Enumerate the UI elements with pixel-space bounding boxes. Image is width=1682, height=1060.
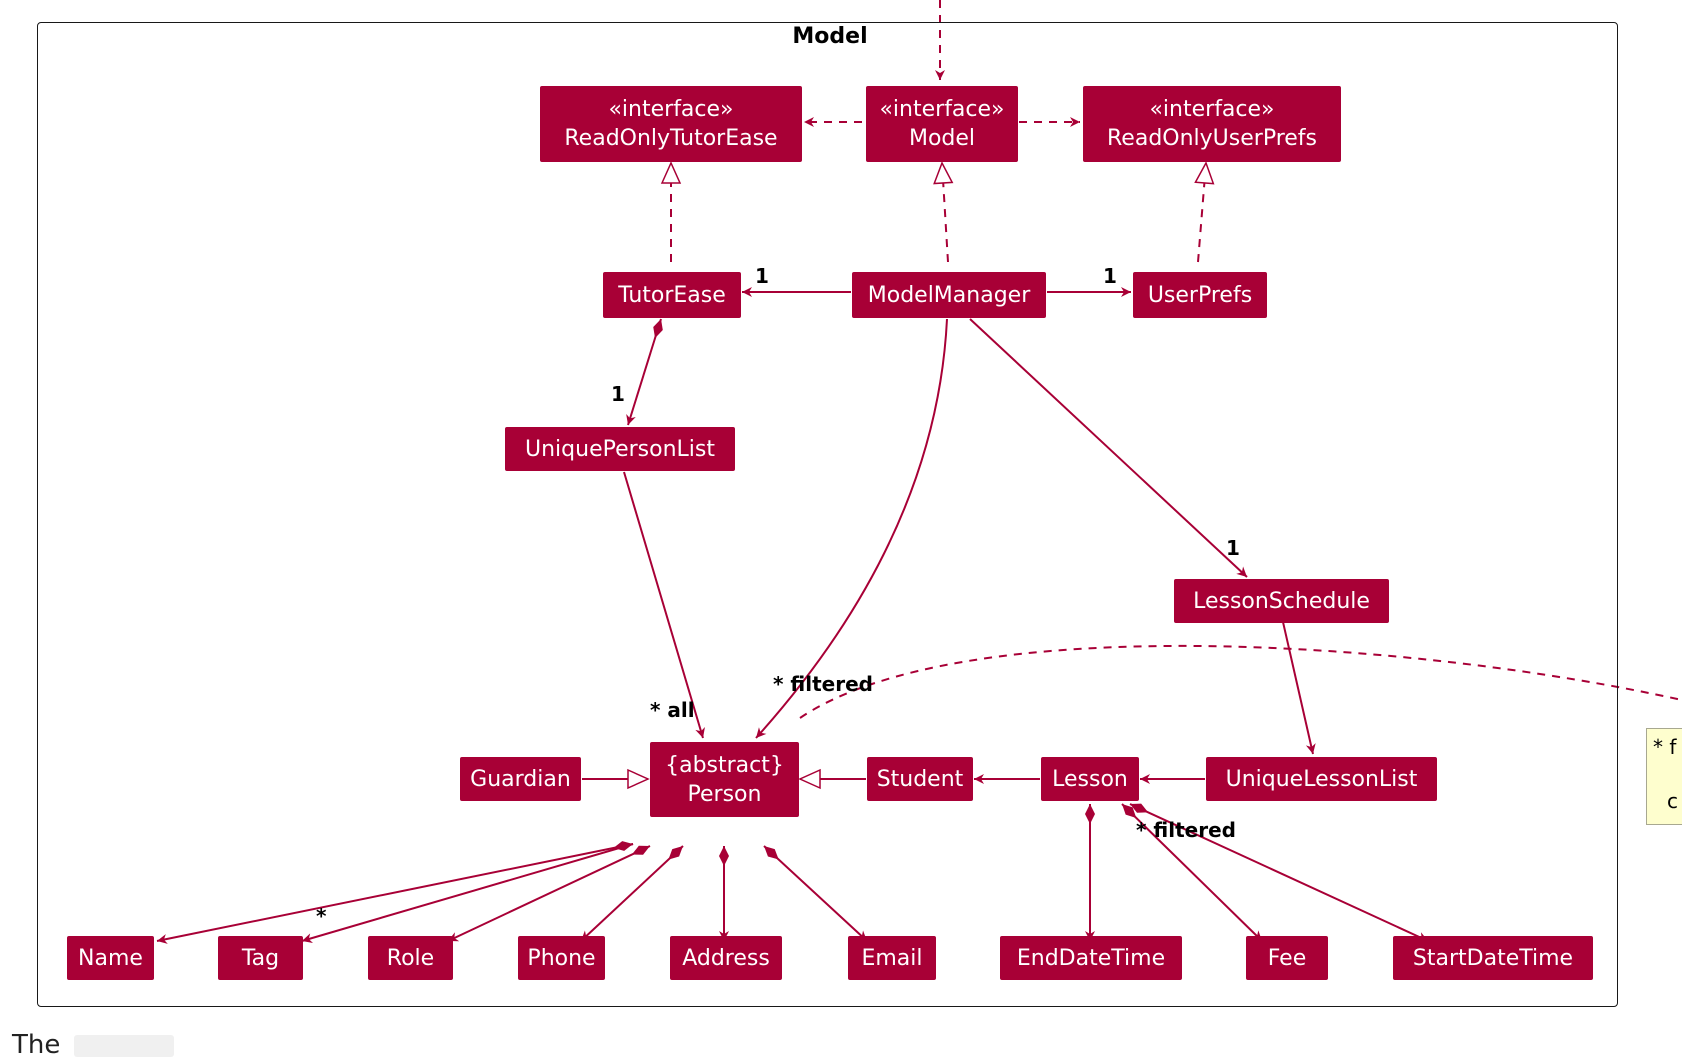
class-model[interactable]: «interface» Model: [866, 86, 1018, 162]
multiplicity-tag: *: [316, 904, 327, 928]
class-name: Role: [386, 945, 435, 971]
class-name: Fee: [1267, 945, 1307, 971]
multiplicity-person-filtered: * filtered: [773, 672, 873, 696]
class-enddatetime[interactable]: EndDateTime: [1000, 936, 1182, 980]
class-name: Tag: [241, 945, 280, 971]
note-line-2: c: [1667, 789, 1678, 813]
class-readonlytutorease[interactable]: «interface» ReadOnlyTutorEase: [540, 86, 802, 162]
class-name: Guardian: [470, 766, 571, 792]
class-uniquepersonlist[interactable]: UniquePersonList: [505, 427, 735, 471]
class-name: LessonSchedule: [1193, 588, 1370, 614]
edge-tutorease-uniquepersonlist: [626, 318, 663, 426]
class-name: EndDateTime: [1016, 945, 1166, 971]
multiplicity-tutorease: 1: [755, 264, 769, 288]
multiplicity-uniquepersonlist: 1: [611, 382, 625, 406]
class-name: UniquePersonList: [525, 436, 715, 462]
class-lessonschedule[interactable]: LessonSchedule: [1174, 579, 1389, 623]
class-name-attr[interactable]: Name: [67, 936, 154, 980]
inline-code: [74, 1034, 175, 1057]
model-package: [37, 22, 1618, 1007]
footer-text: The: [12, 1030, 175, 1060]
edge-lesson-startdatetime: [1129, 803, 1429, 942]
class-modelmanager[interactable]: ModelManager: [852, 272, 1046, 318]
class-startdatetime[interactable]: StartDateTime: [1393, 936, 1593, 980]
stereotype-label: «interface»: [879, 97, 1005, 122]
class-name: ModelManager: [867, 282, 1031, 308]
note-line-1: * f: [1653, 735, 1677, 759]
edge-person-email: [763, 845, 868, 942]
edge-modelmanager-person-filtered: [755, 318, 948, 739]
class-name: StartDateTime: [1412, 945, 1574, 971]
edge-person-phone: [580, 845, 684, 942]
class-name: Student: [876, 766, 964, 792]
multiplicity-userprefs: 1: [1103, 264, 1117, 288]
class-name: Model: [908, 126, 976, 151]
class-readonlyuserprefs[interactable]: «interface» ReadOnlyUserPrefs: [1083, 86, 1341, 162]
class-lesson[interactable]: Lesson: [1041, 757, 1139, 801]
edge-note-link: [799, 644, 1682, 719]
class-name: Lesson: [1052, 766, 1128, 792]
multiplicity-lesson-filtered: * filtered: [1136, 818, 1236, 842]
class-phone[interactable]: Phone: [518, 936, 605, 980]
edge-uniquepersonlist-person: [623, 471, 705, 739]
class-name: ReadOnlyUserPrefs: [1107, 126, 1317, 151]
edge-modelmanager-realizes: [933, 161, 954, 263]
class-name: UniqueLessonList: [1225, 766, 1418, 792]
class-email[interactable]: Email: [848, 936, 936, 980]
class-fee[interactable]: Fee: [1246, 936, 1328, 980]
class-name: ReadOnlyTutorEase: [564, 126, 778, 151]
class-uniquelessonlist[interactable]: UniqueLessonList: [1206, 757, 1437, 801]
edge-modelmanager-lessonschedule: [969, 318, 1248, 578]
class-name: Name: [78, 945, 143, 971]
multiplicity-lessonschedule: 1: [1226, 536, 1240, 560]
multiplicity-person-all: * all: [650, 698, 695, 722]
class-name: Phone: [527, 945, 596, 971]
class-name: UserPrefs: [1147, 282, 1253, 308]
class-name: Email: [861, 945, 923, 971]
class-tutorease[interactable]: TutorEase: [603, 272, 741, 318]
class-name: Person: [687, 781, 762, 807]
package-title: Model: [792, 24, 868, 49]
edge-userprefs-realizes: [1194, 161, 1215, 263]
class-address[interactable]: Address: [670, 936, 782, 980]
class-student[interactable]: Student: [867, 757, 973, 801]
class-guardian[interactable]: Guardian: [460, 757, 581, 801]
class-userprefs[interactable]: UserPrefs: [1133, 272, 1267, 318]
class-person[interactable]: {abstract} Person: [650, 742, 799, 817]
edge-lessonschedule-uniquelessonlist: [1282, 621, 1316, 755]
stereotype-label: {abstract}: [665, 752, 784, 778]
note-box: * f c: [1646, 728, 1682, 825]
stereotype-label: «interface»: [608, 97, 734, 122]
class-role[interactable]: Role: [368, 936, 453, 980]
class-tag[interactable]: Tag: [218, 936, 303, 980]
stereotype-label: «interface»: [1149, 97, 1275, 122]
class-name: TutorEase: [618, 282, 726, 308]
footer-word: The: [12, 1030, 61, 1060]
class-name: Address: [682, 945, 770, 971]
